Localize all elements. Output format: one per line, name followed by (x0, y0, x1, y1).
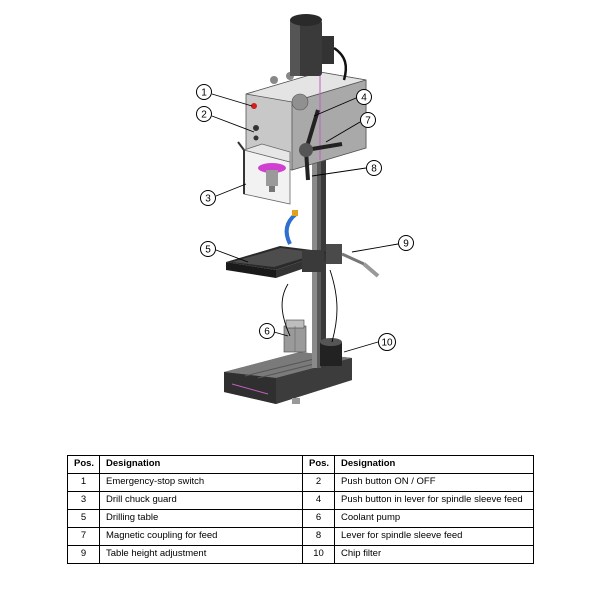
callout-2: 2 (196, 106, 212, 122)
callout-8: 8 (366, 160, 382, 176)
drill-press-diagram: 1 2 3 4 5 6 7 8 9 10 (196, 14, 414, 404)
designation-cell: Lever for spindle sleeve feed (334, 527, 534, 546)
callout-1: 1 (196, 84, 212, 100)
callout-5: 5 (200, 241, 216, 257)
svg-text:3: 3 (205, 194, 211, 205)
parts-table: Pos. Designation Pos. Designation 1 Emer… (67, 455, 534, 564)
header-designation-right: Designation (334, 455, 534, 474)
svg-text:4: 4 (361, 93, 367, 104)
pos-cell: 5 (67, 509, 100, 528)
callout-4: 4 (356, 89, 372, 105)
leader-1 (211, 93, 253, 107)
leader-8 (311, 167, 367, 177)
svg-text:6: 6 (264, 327, 270, 338)
pos-cell: 7 (67, 527, 100, 546)
designation-cell: Chip filter (334, 545, 534, 564)
pos-cell: 6 (302, 509, 335, 528)
emergency-stop-switch (251, 103, 257, 109)
leader-9 (351, 243, 399, 253)
pos-cell: 2 (302, 473, 335, 492)
pos-cell: 9 (67, 545, 100, 564)
svg-text:5: 5 (205, 245, 211, 256)
pos-cell: 1 (67, 473, 100, 492)
callout-6: 6 (259, 323, 275, 339)
designation-cell: Emergency-stop switch (99, 473, 303, 492)
leader-6 (273, 331, 289, 337)
return-hose (329, 269, 338, 343)
designation-cell: Table height adjustment (99, 545, 303, 564)
table-row: 3 Drill chuck guard 4 Push button in lev… (67, 491, 534, 510)
push-button-on-off (253, 125, 259, 131)
coolant-hose (281, 283, 291, 337)
table-row: 1 Emergency-stop switch 2 Push button ON… (67, 473, 534, 492)
motor (290, 14, 348, 81)
leader-10 (343, 341, 379, 353)
designation-cell: Drilling table (99, 509, 303, 528)
chip-filter (320, 338, 342, 366)
drill-chuck-guard (237, 141, 291, 205)
callout-3: 3 (200, 190, 216, 206)
header-pos-right: Pos. (302, 455, 335, 474)
pos-cell: 10 (302, 545, 335, 564)
coolant-nozzle-tip (292, 210, 298, 216)
callout-9: 9 (398, 235, 414, 251)
spindle-sleeve-lever (299, 109, 343, 181)
svg-text:9: 9 (403, 239, 409, 250)
svg-text:7: 7 (365, 116, 371, 127)
callout-7: 7 (360, 112, 376, 128)
designation-cell: Drill chuck guard (99, 491, 303, 510)
table-height-crank (341, 252, 380, 278)
pos-cell: 4 (302, 491, 335, 510)
table-row: 9 Table height adjustment 10 Chip filter (67, 545, 534, 564)
header-designation-left: Designation (99, 455, 303, 474)
svg-text:2: 2 (201, 110, 207, 121)
leader-2 (211, 115, 255, 133)
svg-text:1: 1 (201, 88, 207, 99)
leader-5 (215, 249, 249, 263)
pos-cell: 8 (302, 527, 335, 546)
svg-text:8: 8 (371, 164, 377, 175)
coolant-nozzle (284, 212, 298, 245)
pos-cell: 3 (67, 491, 100, 510)
designation-cell: Push button ON / OFF (334, 473, 534, 492)
leader-4 (313, 97, 357, 117)
header-pos-left: Pos. (67, 455, 100, 474)
coolant-pump (283, 319, 307, 353)
svg-text:10: 10 (381, 338, 393, 349)
designation-cell: Magnetic coupling for feed (99, 527, 303, 546)
table-row: 7 Magnetic coupling for feed 8 Lever for… (67, 527, 534, 546)
leader-7 (325, 121, 361, 143)
drilling-table (226, 244, 342, 278)
table-row: 5 Drilling table 6 Coolant pump (67, 509, 534, 528)
callout-10: 10 (378, 333, 396, 351)
designation-cell: Push button in lever for spindle sleeve … (334, 491, 534, 510)
leader-3 (215, 183, 247, 197)
table-header-row: Pos. Designation Pos. Designation (67, 455, 534, 474)
designation-cell: Coolant pump (334, 509, 534, 528)
